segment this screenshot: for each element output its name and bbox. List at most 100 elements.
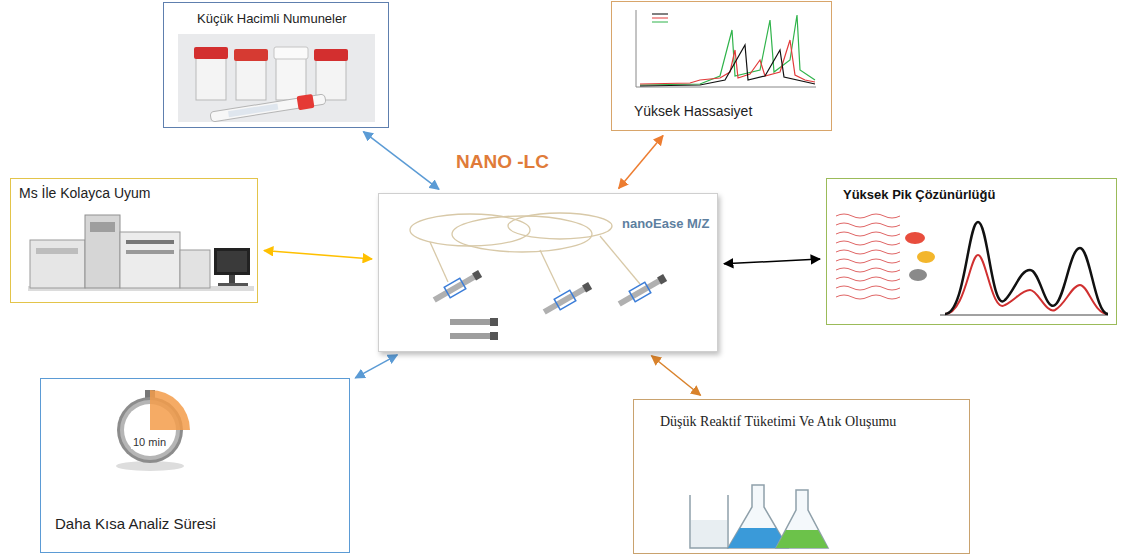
ms-instrument — [126, 250, 174, 254]
ms-instrument — [90, 222, 115, 232]
diagram-heading: NANO -LC — [456, 150, 549, 174]
box-title: Küçük Hacimli Numuneler — [197, 11, 347, 27]
sample-containers — [276, 58, 306, 100]
peak-resolution-figure — [909, 269, 927, 281]
sensitivity-chart — [640, 40, 815, 84]
sample-containers — [274, 47, 308, 59]
peak-resolution-figure — [836, 286, 900, 290]
ms-instrument — [180, 250, 210, 288]
peak-resolution-figure — [836, 232, 900, 236]
ms-instrument — [214, 248, 250, 275]
sample-containers — [194, 47, 228, 59]
nanolc-columns — [490, 318, 498, 326]
nanolc-columns — [490, 332, 498, 340]
nanolc-columns — [657, 274, 667, 284]
ms-instrument — [217, 251, 247, 272]
sample-containers — [196, 58, 226, 100]
sample-containers — [297, 94, 315, 110]
timer-label: 10 min — [131, 436, 168, 449]
double-arrow — [363, 132, 439, 190]
sample-containers — [228, 103, 278, 117]
ms-instrument — [28, 215, 254, 291]
nanolc-columns — [452, 216, 592, 252]
nanolc-columns — [616, 272, 668, 309]
double-arrow — [264, 251, 372, 259]
nanolc-columns — [541, 280, 593, 317]
peak-resolution-figure — [836, 223, 900, 227]
peak-resolution-figure — [836, 277, 900, 281]
nanolc-columns — [410, 213, 640, 292]
peak-resolution-figure — [945, 222, 1108, 314]
nanolc-columns — [450, 333, 490, 339]
ms-instrument — [229, 275, 235, 283]
peak-resolution-figure — [836, 214, 900, 218]
peak-resolution-figure — [836, 214, 1108, 315]
feature-box: Yüksek Hassasiyet — [611, 1, 832, 131]
timer-icon — [116, 390, 190, 471]
peak-resolution-figure — [945, 255, 1108, 314]
sample-containers — [210, 92, 327, 124]
nanolc-columns — [582, 282, 592, 292]
nanolc-columns — [450, 318, 498, 326]
feature-box: Ms İle Kolayca Uyum — [10, 178, 258, 303]
nanolc-columns — [431, 268, 483, 305]
double-arrow — [651, 356, 700, 395]
nanolc-columns — [430, 242, 448, 282]
peak-resolution-figure — [836, 214, 900, 299]
nanolc-columns — [472, 270, 482, 280]
glassware — [728, 485, 788, 548]
glassware — [691, 520, 727, 548]
nanolc-columns — [629, 282, 651, 301]
double-arrow — [619, 136, 663, 189]
nanolc-columns — [433, 273, 478, 302]
ms-instrument — [85, 215, 120, 288]
sensitivity-chart — [652, 22, 668, 23]
nanolc-columns — [554, 290, 576, 309]
ms-instrument — [30, 240, 85, 288]
sensitivity-chart — [640, 15, 815, 85]
sensitivity-chart — [652, 14, 668, 15]
nanolc-columns — [444, 278, 466, 297]
ms-instrument — [120, 232, 180, 288]
sample-containers — [314, 49, 348, 61]
sample-containers — [316, 60, 346, 100]
sample-containers — [210, 94, 326, 122]
sensitivity-chart — [636, 87, 816, 88]
ms-instrument — [36, 248, 78, 254]
peak-resolution-figure — [940, 315, 1108, 316]
box-title: Yüksek Pik Çözünürlüğü — [843, 187, 995, 203]
nanolc-columns — [540, 250, 560, 292]
glassware — [776, 530, 828, 548]
box-title: Ms İle Kolayca Uyum — [19, 185, 150, 203]
sample-containers — [178, 34, 375, 124]
feature-box: Yüksek Pik Çözünürlüğü — [826, 178, 1117, 325]
sample-containers — [236, 60, 266, 100]
nanolc-columns — [600, 236, 640, 284]
feature-box: Daha Kısa Analiz Süresi — [40, 378, 350, 553]
box-title: Yüksek Hassasiyet — [634, 103, 752, 121]
peak-resolution-figure — [836, 295, 900, 299]
timer-icon — [150, 390, 190, 430]
sensitivity-chart — [652, 18, 668, 19]
peak-resolution-figure — [836, 268, 900, 272]
box-title: Düşük Reaktif Tüketimi Ve Atık Oluşumu — [660, 408, 896, 436]
feature-box: Küçük Hacimli Numuneler — [163, 2, 389, 128]
nanolc-columns — [450, 319, 490, 325]
peak-resolution-figure — [836, 259, 900, 263]
box-title: Daha Kısa Analiz Süresi — [55, 515, 216, 534]
peak-resolution-figure — [917, 251, 935, 263]
sample-containers — [178, 34, 375, 122]
nanolc-columns — [410, 214, 530, 246]
ms-instrument — [218, 283, 248, 286]
product-logo: nanoEase M/Z — [620, 216, 711, 232]
peak-resolution-figure — [905, 232, 925, 244]
sensitivity-chart — [636, 10, 816, 87]
nanolc-columns — [410, 213, 668, 340]
glassware — [690, 495, 728, 548]
glassware — [690, 485, 828, 548]
sensitivity-chart — [640, 45, 815, 86]
nanolc-columns — [508, 213, 612, 239]
